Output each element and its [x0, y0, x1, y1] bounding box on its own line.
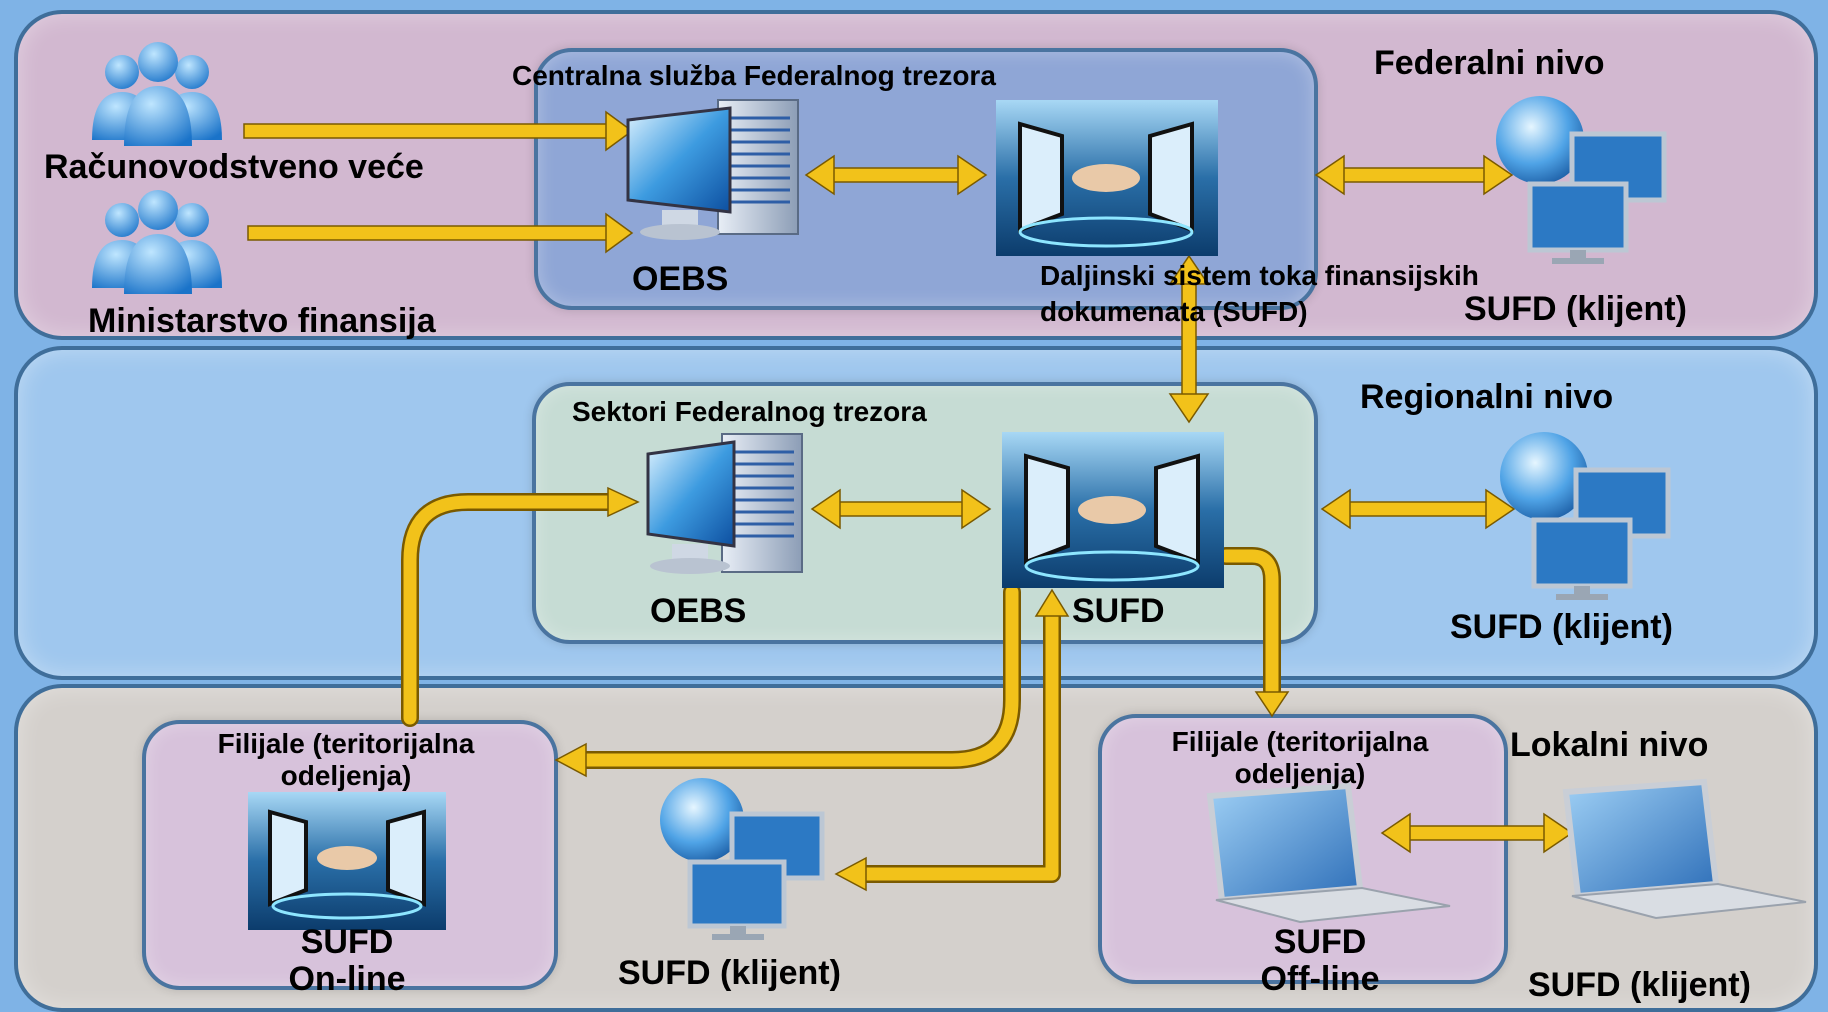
federal-level-label: Federalni nivo: [1374, 44, 1605, 82]
connector-sufd-to-offline: [1217, 547, 1281, 699]
offline-client-label: SUFD (klijent): [1528, 966, 1751, 1004]
sufd-handshake-icon-federal: [996, 100, 1218, 256]
arrow-regional-oebs-sufd: [810, 488, 992, 530]
server-icon-federal: [626, 99, 799, 240]
branch-offline-title-line2: odeljenja): [1234, 758, 1366, 790]
client-computers-icon-federal: [1496, 96, 1667, 264]
connector-sufd-to-online: [571, 583, 1021, 769]
regional-sufd-label: SUFD: [1072, 592, 1165, 630]
sufd-offline-label: SUFD Off-line: [1220, 923, 1420, 999]
branch-offline-title: Filijale (teritorijalna odeljenja): [1104, 726, 1496, 790]
people-icon-ministry: [92, 190, 222, 294]
arrow-regional-sufd-client: [1320, 488, 1516, 530]
accounting-chamber-label: Računovodstveno veće: [44, 148, 424, 186]
central-treasury-title: Centralna služba Federalnog trezora: [512, 60, 996, 91]
federal-client-label: SUFD (klijent): [1464, 290, 1687, 328]
laptop-icon-offline: [1206, 782, 1451, 924]
branch-online-title: Filijale (teritorijalna odeljenja): [150, 728, 542, 792]
client-computers-icon-regional: [1500, 432, 1671, 600]
client-computers-icon-local: [660, 778, 825, 940]
arrow-federal-regional-sufd: [1168, 254, 1210, 424]
sufd-online-line2: On-line: [288, 960, 406, 999]
arrow-ministry-to-oebs: [247, 212, 634, 254]
federal-oebs-label: OEBS: [632, 260, 729, 298]
sufd-handshake-icon-online: [248, 792, 446, 930]
local-level-label: Lokalni nivo: [1510, 726, 1709, 764]
regional-oebs-label: OEBS: [650, 592, 747, 630]
arrow-offline-client: [1380, 812, 1574, 854]
federal-sufd-label-line1: Daljinski sistem toka finansijskih: [1040, 260, 1479, 291]
laptop-icon-client: [1562, 778, 1807, 920]
connector-client-to-sufd: [853, 601, 1061, 883]
sufd-handshake-icon-regional: [1002, 432, 1224, 588]
arrow-federal-sufd-client: [1314, 154, 1514, 196]
arrow-accounting-to-oebs: [243, 110, 634, 152]
regional-client-label: SUFD (klijent): [1450, 608, 1673, 646]
curved-connectors: [401, 493, 1281, 883]
federal-sufd-label-line2: dokumenata (SUFD): [1040, 296, 1308, 327]
sufd-offline-line2: Off-line: [1260, 960, 1380, 999]
arrow-federal-oebs-sufd: [804, 154, 988, 196]
curved-arrowheads: [554, 486, 1290, 892]
connector-online-to-oebs: [401, 493, 621, 727]
treasury-sectors-title: Sektori Federalnog trezora: [572, 396, 927, 427]
sufd-online-line1: SUFD: [300, 923, 394, 961]
connection-arrows: [243, 110, 1574, 854]
local-client-label: SUFD (klijent): [618, 954, 841, 992]
people-icon-accounting: [92, 42, 222, 146]
sufd-online-label: SUFD On-line: [248, 923, 446, 999]
ministry-label: Ministarstvo finansija: [88, 302, 436, 340]
branch-offline-title-line1: Filijale (teritorijalna: [1171, 726, 1429, 757]
server-icon-regional: [646, 433, 803, 574]
branch-online-title-line2: odeljenja): [280, 760, 412, 792]
sufd-offline-line1: SUFD: [1273, 923, 1367, 961]
branch-online-title-line1: Filijale (teritorijalna: [217, 728, 475, 759]
regional-level-label: Regionalni nivo: [1360, 378, 1614, 416]
